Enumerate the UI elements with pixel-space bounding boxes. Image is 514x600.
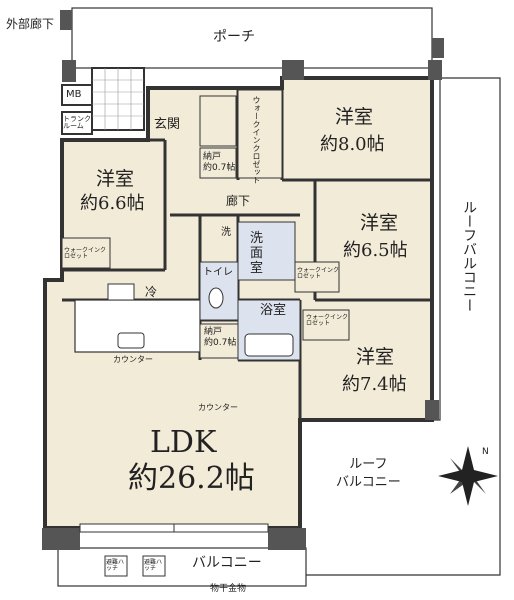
kitchen-stove <box>107 283 135 301</box>
label-wash-small: 洗 <box>221 227 231 238</box>
washroom-area <box>237 221 296 281</box>
label-porch: ポーチ <box>213 29 255 45</box>
hatch-1 <box>104 555 128 577</box>
ldk-name: LDK <box>150 425 217 460</box>
wic-mid-area <box>294 261 340 293</box>
entry-tiles <box>91 67 145 131</box>
label-mb: MB <box>66 89 82 100</box>
porch-area <box>71 7 433 69</box>
hatch-2 <box>142 555 166 577</box>
room-tl-size: 約6.6帖 <box>80 193 145 214</box>
svg-text:N: N <box>482 447 489 457</box>
label-outer-corridor: 外部廊下 <box>6 17 55 31</box>
wic-br-area <box>302 309 350 341</box>
label-balcony: バルコニー <box>192 555 262 571</box>
toilet-bowl <box>208 287 224 309</box>
balcony-area <box>57 547 307 587</box>
label-roof-balcony-bottom: ルーフ バルコニー <box>336 457 401 491</box>
room-mr-name: 洋室 <box>360 212 399 234</box>
ldk-windows <box>79 523 269 533</box>
label-entrance: 玄関 <box>154 117 181 132</box>
label-wic-left: ウォークインクロゼット <box>64 247 107 260</box>
label-bathroom: 浴室 <box>260 303 287 318</box>
room-br-size: 約7.4帖 <box>342 374 407 395</box>
label-storage-top: 納戸 約0.7帖 <box>203 152 236 173</box>
storage-mid-area <box>199 323 239 359</box>
north-compass-icon: N <box>438 446 498 506</box>
label-hallway: 廊下 <box>226 194 251 208</box>
room-tl-name: 洋室 <box>96 168 135 190</box>
ldk-size: 約26.2帖 <box>128 461 255 496</box>
room-tr-name: 洋室 <box>335 106 374 128</box>
label-counter-1: カウンター <box>113 355 153 364</box>
label-toilet: トイレ <box>203 267 233 278</box>
room-tr-size: 約8.0帖 <box>320 134 385 155</box>
pillars <box>42 10 444 550</box>
room-mr-size: 約6.5帖 <box>343 240 408 261</box>
label-counter-2: カウンター <box>198 403 238 412</box>
label-wic-top: ウォークインクロゼット <box>252 96 261 184</box>
label-clothes-hanger: 物干金物 <box>210 584 247 594</box>
label-wic-br: ウォークインクロゼット <box>306 314 349 327</box>
label-wic-mid: ウォークインクロゼット <box>297 267 340 280</box>
room-br-name: 洋室 <box>356 346 395 368</box>
shoe-cabinet <box>199 95 237 147</box>
label-trunk-room: トランクルーム <box>63 115 91 130</box>
label-roof-balcony-right: ルーフバルコニー <box>461 200 477 312</box>
storage-top-area <box>199 147 237 179</box>
bathtub <box>244 333 294 357</box>
label-fridge: 冷 <box>145 285 158 299</box>
label-hatch-2: 避難ハッチ <box>144 559 163 572</box>
label-hatch-1: 避難ハッチ <box>106 559 125 572</box>
wic-top-area <box>237 89 283 179</box>
kitchen-sink <box>117 332 145 349</box>
wic-left-area <box>61 237 111 269</box>
label-storage-mid: 納戸 約0.7帖 <box>204 327 237 348</box>
label-washroom: 洗面室 <box>250 231 264 276</box>
